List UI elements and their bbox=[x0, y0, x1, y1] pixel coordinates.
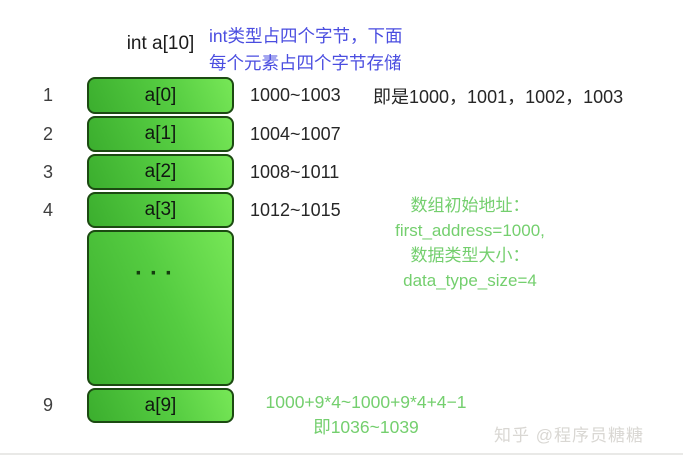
address-range-a1: 1004~1007 bbox=[250, 123, 341, 144]
array-params-note-line3: 数据类型大小： bbox=[410, 246, 530, 265]
address-expansion-note: 即是1000，1001，1002，1003 bbox=[373, 86, 624, 107]
int-size-note: int类型占四个字节，下面 每个元素占四个字节存储 bbox=[209, 23, 402, 77]
array-cell-a0: a[0] bbox=[87, 77, 234, 114]
array-cell-ellipsis: ··· bbox=[87, 230, 234, 386]
array-cell-a1: a[1] bbox=[87, 116, 234, 152]
address-range-a2: 1008~1011 bbox=[250, 161, 340, 182]
array-cell-a1-label: a[1] bbox=[144, 123, 177, 144]
array-declaration-label: int a[10] bbox=[126, 33, 195, 54]
a9-address-calc-line2: 即1036~1039 bbox=[313, 416, 419, 437]
array-params-note-line4: data_type_size=4 bbox=[403, 271, 537, 290]
row-index-9: 9 bbox=[42, 395, 53, 415]
row-index-2: 2 bbox=[42, 124, 53, 144]
array-cell-a2: a[2] bbox=[87, 154, 234, 190]
zhihu-watermark: 知乎 @程序员糖糖 bbox=[494, 426, 644, 445]
int-size-note-line2: 每个元素占四个字节存储 bbox=[209, 53, 402, 73]
array-cell-a9: a[9] bbox=[87, 388, 234, 423]
array-params-note-line2: first_address=1000, bbox=[395, 221, 545, 240]
int-size-note-line1: int类型占四个字节，下面 bbox=[209, 26, 403, 46]
row-index-4: 4 bbox=[42, 200, 53, 220]
ellipsis-dots: ··· bbox=[135, 260, 180, 287]
array-cell-a3: a[3] bbox=[87, 192, 234, 228]
a9-address-calc-line1: 1000+9*4~1000+9*4+4−1 bbox=[265, 392, 467, 412]
array-cell-a2-label: a[2] bbox=[144, 161, 177, 182]
bottom-divider bbox=[0, 453, 683, 455]
row-index-3: 3 bbox=[42, 162, 53, 182]
array-cell-a0-label: a[0] bbox=[144, 84, 177, 106]
a9-address-calc: 1000+9*4~1000+9*4+4−1 即1036~1039 bbox=[244, 390, 488, 439]
address-range-a3: 1012~1015 bbox=[250, 199, 341, 220]
address-range-a0: 1000~1003 bbox=[250, 85, 341, 105]
array-cell-a9-label: a[9] bbox=[144, 394, 177, 416]
array-cell-a3-label: a[3] bbox=[144, 199, 177, 220]
row-index-1: 1 bbox=[42, 85, 53, 105]
array-params-note: 数组初始地址： first_address=1000, 数据类型大小： data… bbox=[368, 193, 572, 293]
array-params-note-line1: 数组初始地址： bbox=[410, 196, 530, 215]
